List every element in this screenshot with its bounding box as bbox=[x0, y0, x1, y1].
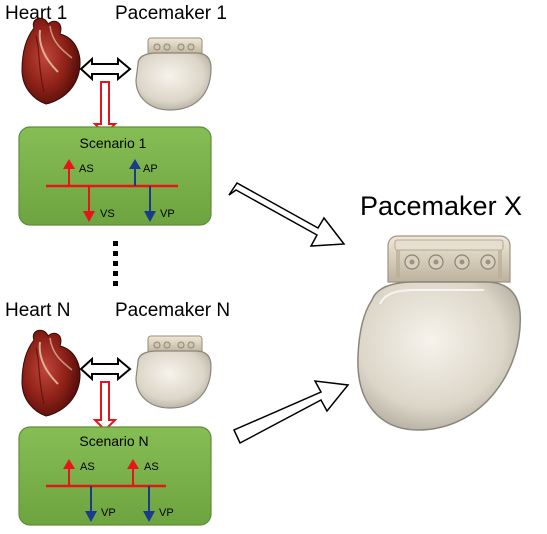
heart-n-image bbox=[21, 329, 81, 417]
heart-n-label: Heart N bbox=[5, 300, 71, 321]
scenario-n-title: Scenario N bbox=[79, 433, 148, 449]
pacemaker-x-label: Pacemaker X bbox=[360, 191, 523, 221]
heart-1-label: Heart 1 bbox=[5, 3, 68, 24]
scenario-n-box: Scenario N AS VP AS VP bbox=[18, 426, 212, 526]
down-arrow-icon bbox=[92, 381, 118, 432]
heart-1-image bbox=[21, 17, 81, 105]
scenario-1-event-label: VP bbox=[160, 208, 175, 220]
scenario-1-box: Scenario 1 AS VS AP VP bbox=[18, 126, 212, 226]
down-arrow-icon bbox=[92, 81, 118, 136]
pacemaker-x-image bbox=[357, 235, 521, 431]
pacemaker-1-image bbox=[135, 37, 212, 111]
double-arrow-icon bbox=[79, 56, 132, 82]
scenario-n-event-label: VP bbox=[101, 507, 116, 519]
right-arrow-icon bbox=[228, 182, 346, 247]
scenario-n-event-label: VP bbox=[159, 507, 174, 519]
scenario-n-event-label: AS bbox=[144, 461, 159, 473]
ellipsis-dots bbox=[113, 241, 118, 286]
scenario-1-event-label: AS bbox=[79, 163, 94, 175]
pacemaker-n-image bbox=[135, 335, 212, 409]
scenario-1-title: Scenario 1 bbox=[80, 135, 147, 151]
pacemaker-n-label: Pacemaker N bbox=[115, 300, 231, 321]
pacemaker-1-label: Pacemaker 1 bbox=[115, 3, 227, 24]
double-arrow-icon bbox=[79, 356, 132, 382]
scenario-n-event-label: AS bbox=[80, 461, 95, 473]
scenario-1-event-label: VS bbox=[100, 208, 115, 220]
right-arrow-icon bbox=[232, 380, 350, 445]
scenario-1-event-label: AP bbox=[143, 163, 158, 175]
